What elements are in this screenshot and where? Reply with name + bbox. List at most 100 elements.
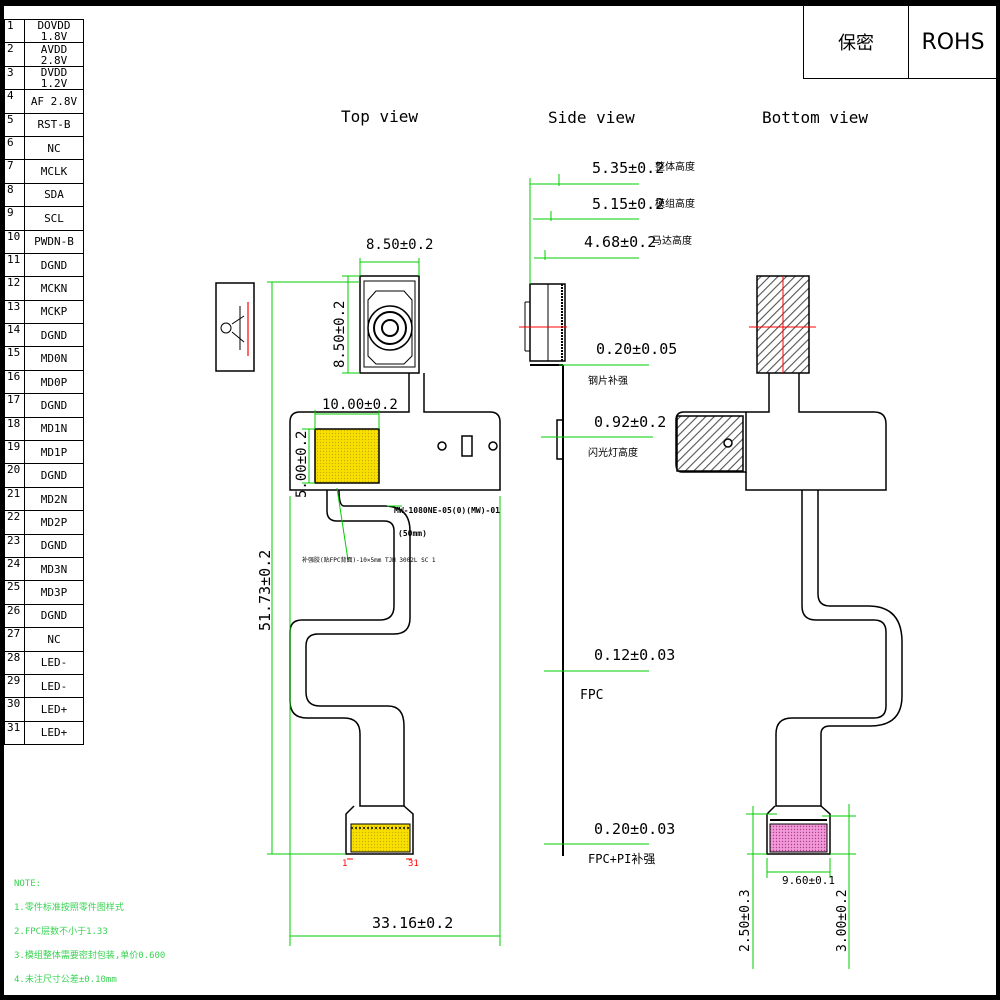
stiffener-note: 补强胶(贴FPC背面)-10×5mm TJH 3002L SC 1 <box>302 556 436 564</box>
mechanical-drawing: Top view Side view Bottom view <box>215 107 903 969</box>
dim-module-width: 8.50±0.2 <box>366 237 433 253</box>
pin-number: 12 <box>4 276 25 301</box>
dim-stiffener-height: 5.00±0.2 <box>294 431 310 498</box>
top-view <box>215 275 501 855</box>
dim-overall-height: 5.35±0.2 <box>592 159 664 177</box>
bottom-view-title: Bottom view <box>762 108 868 127</box>
lens-ring <box>373 311 407 345</box>
fpc-connector-tab <box>345 805 414 855</box>
label-fpc: FPC <box>580 688 603 703</box>
pin-signal: LED+ <box>24 720 84 746</box>
pin-signal: DGND <box>24 533 84 558</box>
pin-signal: DVDD 1.2V <box>24 65 84 91</box>
pin-last-label: 31 <box>408 859 419 869</box>
note-line: 3.模组整体需要密封包装,单价0.600 <box>14 951 166 961</box>
pin-first-label: 1 <box>342 859 347 869</box>
fpc-trace-inner <box>305 489 411 727</box>
smiley-icon <box>220 306 245 350</box>
lens-center <box>381 319 399 337</box>
title-block: 保密 ROHS <box>803 6 996 79</box>
dim-module-height: 8.50±0.2 <box>332 301 348 368</box>
pin-signal: AF 2.8V <box>24 89 84 114</box>
bottom-connector-tab <box>766 805 831 855</box>
bottom-view <box>675 275 903 855</box>
pin-signal: MCKN <box>24 276 84 301</box>
label-steel-stiffener: 钢片补强 <box>588 374 628 387</box>
dim-flash-height: 0.92±0.2 <box>594 413 666 431</box>
bottom-view-dimensions <box>746 804 856 969</box>
top-view-dimensions <box>267 258 501 946</box>
pin-signal: MD1N <box>24 416 84 442</box>
rohs-cell: ROHS <box>921 29 985 55</box>
part-number-sub: (50mm) <box>398 529 427 538</box>
mount-hole-left <box>437 441 447 451</box>
pin-signal: LED+ <box>24 697 84 722</box>
bottom-connector-contacts <box>769 823 828 853</box>
pin-number: 14 <box>4 323 25 348</box>
pin-number: 11 <box>4 252 25 278</box>
dim-stiffener-width: 10.00±0.2 <box>322 397 398 413</box>
pin-signal: MD3N <box>24 556 84 582</box>
pin-signal: DGND <box>24 393 84 418</box>
pin-signal: MCKP <box>24 299 84 325</box>
dim-motor-height: 4.68±0.2 <box>584 233 656 251</box>
dim-total-length: 51.73±0.2 <box>256 550 274 631</box>
note-line: 1.零件标准按照零件图样式 <box>14 903 124 913</box>
bottom-stiffener-hatched <box>676 415 744 472</box>
pin-signal: MCLK <box>24 159 84 184</box>
pin-signal: MD2N <box>24 486 84 512</box>
dim-steel-stiffener: 0.20±0.05 <box>596 340 677 358</box>
dim-left-height: 2.50±0.3 <box>738 889 753 952</box>
side-view-dimensions <box>529 174 653 845</box>
pin-signal: RST-B <box>24 112 84 137</box>
flash-led-pad <box>461 435 473 457</box>
pin-number: 19 <box>4 440 25 465</box>
bottom-mount-hole <box>723 438 733 448</box>
dim-right-height: 3.00±0.2 <box>835 889 850 952</box>
stiffener-pad <box>314 428 380 484</box>
notes-block: NOTE: 1.零件标准按照零件图样式 2.FPC层数不小于1.33 3.模组整… <box>14 872 165 992</box>
pin-signal: SCL <box>24 206 84 231</box>
bottom-fpc-outline <box>745 373 887 491</box>
lens-outer <box>367 305 413 351</box>
note-line: 2.FPC层数不小于1.33 <box>14 927 108 937</box>
note-line: NOTE: <box>14 879 42 889</box>
dim-fpc-thickness: 0.12±0.03 <box>594 646 675 664</box>
side-flash <box>556 419 564 460</box>
dim-connector-width: 9.60±0.1 <box>782 874 835 887</box>
mount-hole-right <box>488 441 498 451</box>
label-fpc-pi: FPC+PI补强 <box>588 852 655 866</box>
dim-module-height-side: 5.15±0.2 <box>592 195 664 213</box>
pin-signal: DGND <box>24 252 84 278</box>
label-module-height: 模组高度 <box>655 197 695 210</box>
fpc-trace <box>289 490 405 807</box>
camera-module-outline <box>359 275 420 374</box>
note-line: 4.未注尺寸公差±0.10mm <box>14 975 117 985</box>
camera-module-inner <box>363 280 416 368</box>
side-view-title: Side view <box>548 108 635 127</box>
pin-signal: LED- <box>24 673 84 699</box>
pin-signal: MD0P <box>24 369 84 395</box>
bottom-fpc-trace <box>775 490 903 807</box>
fpc-head <box>289 373 501 491</box>
pin-signal: MD0N <box>24 346 84 371</box>
dim-fpc-pi: 0.20±0.03 <box>594 820 675 838</box>
pin-signal: DGND <box>24 323 84 348</box>
